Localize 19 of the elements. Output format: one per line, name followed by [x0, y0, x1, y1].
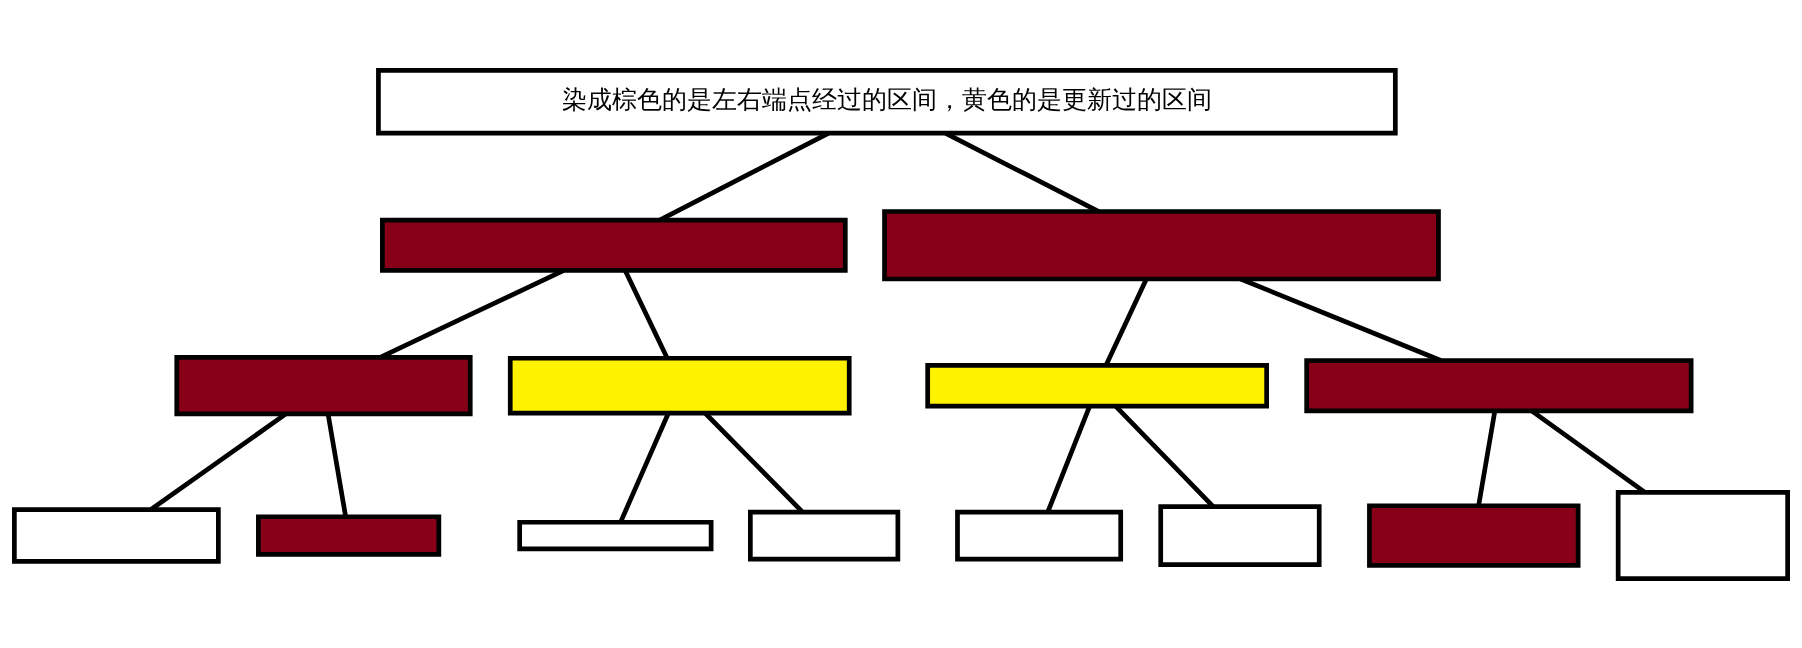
connector: [325, 413, 348, 517]
node-box: [1304, 357, 1694, 413]
node-box: [507, 355, 852, 415]
node-box: [256, 513, 442, 557]
node-box: [12, 506, 221, 564]
node-box: [1158, 503, 1322, 567]
node-box: [955, 509, 1124, 561]
node-box: [748, 509, 901, 561]
connector: [1045, 405, 1092, 513]
node-box: [380, 217, 848, 273]
node-box: [925, 362, 1269, 408]
node-box: [1367, 502, 1581, 568]
connector: [618, 412, 671, 523]
node-box: [882, 208, 1441, 281]
node-box: [517, 519, 714, 551]
node-box: 染成棕色的是左右端点经过的区间，黄色的是更新过的区间: [376, 67, 1398, 135]
node-box: [1615, 489, 1790, 581]
connector: [623, 269, 670, 359]
node-box: [174, 354, 473, 416]
